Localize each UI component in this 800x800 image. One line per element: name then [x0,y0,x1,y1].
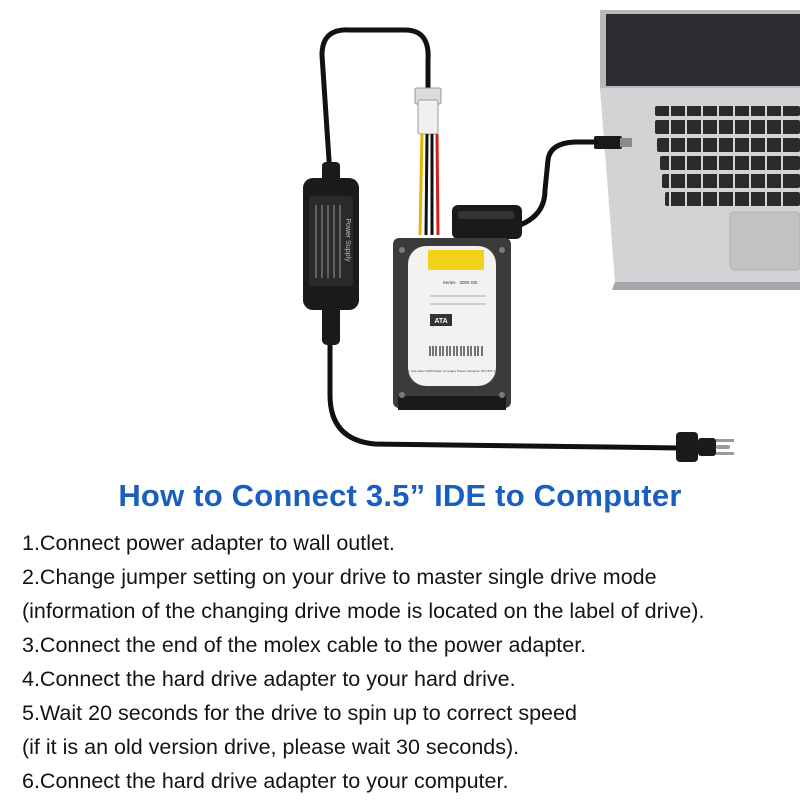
page-title: How to Connect 3.5” IDE to Computer [118,478,682,513]
step-2: 2.Change jumper setting on your drive to… [22,565,657,589]
ide-adapter [452,205,522,239]
step-2-note: (information of the changing drive mode … [22,599,705,623]
instruction-list: 1.Connect power adapter to wall outlet. … [22,526,797,798]
connection-illustration: Power Supply Series · 3000 GB ATA [303,10,800,462]
cables [319,27,683,451]
step-5: 5.Wait 20 seconds for the drive to spin … [22,701,577,725]
drive-label-note: WARNING: Use either SATA Power or Legacy… [395,369,505,373]
hard-drive-icon: Series · 3000 GB ATA WARNING: Use either… [393,238,511,410]
ac-plug-icon [676,432,734,462]
step-1: 1.Connect power adapter to wall outlet. [22,531,395,555]
laptop-icon [600,10,800,290]
step-3: 3.Connect the end of the molex cable to … [22,633,587,657]
molex-connector-icon [414,87,442,236]
step-6: 6.Connect the hard drive adapter to your… [22,769,509,793]
adapter-label: Power Supply [344,218,351,262]
drive-label-top: Series · 3000 GB [443,280,478,285]
power-adapter-icon: Power Supply [303,162,359,345]
step-5-note: (if it is an old version drive, please w… [22,735,520,759]
usb-plug-icon [594,136,632,149]
drive-label-brand: ATA [434,318,447,325]
step-4: 4.Connect the hard drive adapter to your… [22,667,516,691]
